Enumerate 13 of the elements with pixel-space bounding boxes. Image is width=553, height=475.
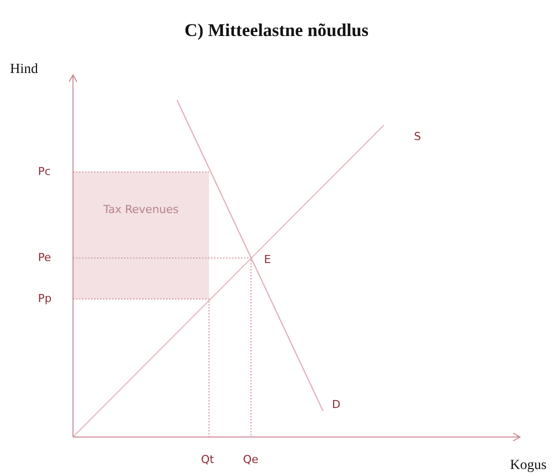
point-label: E — [264, 253, 271, 266]
axis-tick-label: Pp — [38, 292, 52, 305]
axis-tick-label: Qe — [243, 453, 258, 466]
title: C) Mitteelastne nõudlus — [184, 20, 370, 41]
curve-label: D — [332, 398, 340, 411]
area-label: Tax Revenues — [102, 202, 180, 217]
curve-label: S — [414, 130, 421, 143]
axis-tick-label: Pe — [38, 251, 52, 264]
axis-tick-label: Qt — [201, 453, 214, 466]
axis-tick-label: Pc — [38, 165, 51, 178]
tax-revenue-area — [73, 172, 209, 299]
axis-title: Hind — [10, 62, 38, 78]
axis-title: Kogus — [510, 458, 547, 474]
